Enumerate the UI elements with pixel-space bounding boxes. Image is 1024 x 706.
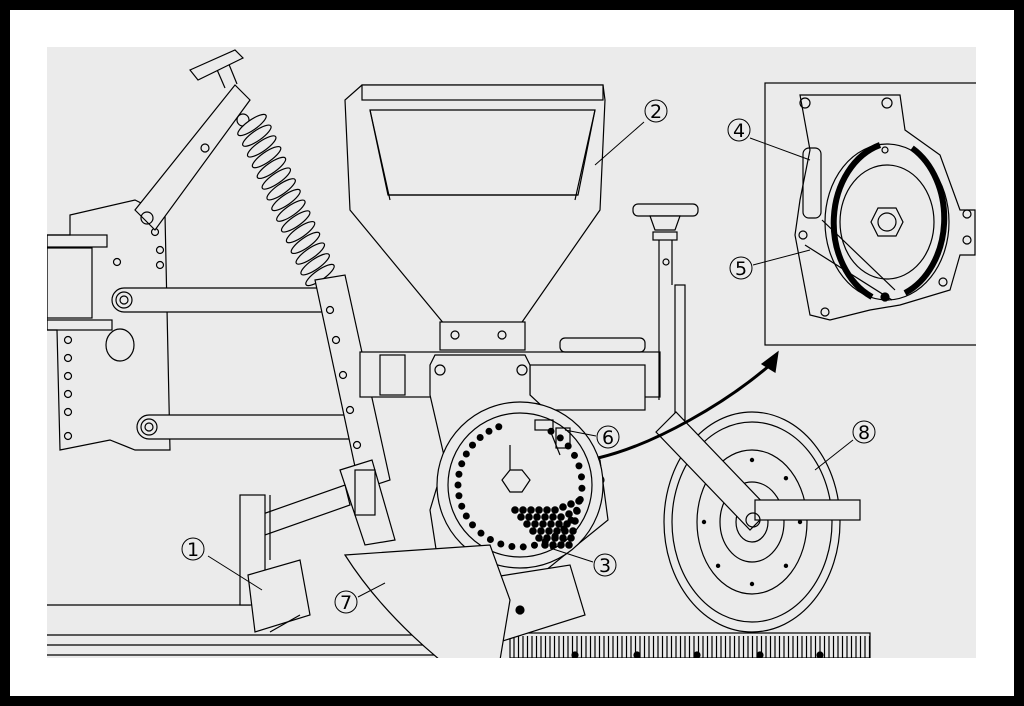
ground-strip (509, 632, 871, 658)
detail-arrow (597, 350, 779, 460)
callout-3: 3 (549, 547, 617, 577)
callout-label: 8 (858, 422, 870, 444)
depth-adjust-screw (632, 203, 699, 421)
callout-8: 8 (814, 420, 876, 471)
covering-blade (343, 544, 511, 658)
callout-label: 4 (733, 120, 745, 142)
seed-hopper (344, 84, 606, 351)
callout-5: 5 (729, 249, 811, 280)
ground-rails (47, 604, 450, 656)
picture-frame: 1 2 3 4 5 6 7 8 (10, 10, 1014, 696)
hitch-frame (47, 199, 171, 451)
callout-4: 4 (727, 118, 811, 161)
callout-label: 6 (602, 427, 614, 449)
callout-label: 3 (599, 555, 611, 577)
press-wheel (655, 411, 861, 633)
callout-label: 5 (735, 258, 747, 280)
callout-6: 6 (564, 425, 620, 449)
callout-label: 7 (340, 592, 352, 614)
compression-spring (237, 113, 335, 287)
parallel-link-bars (111, 287, 368, 440)
detail-inset (764, 82, 976, 346)
callout-label: 1 (187, 539, 199, 561)
callout-7: 7 (334, 582, 386, 614)
vertical-plate (314, 274, 396, 546)
top-link (134, 49, 251, 231)
seed-drill-diagram: 1 2 3 4 5 6 7 8 (47, 47, 976, 658)
callout-1: 1 (181, 537, 263, 591)
callout-2: 2 (594, 99, 668, 166)
seed-singulator (534, 419, 571, 456)
furrow-opener (239, 484, 351, 633)
seed-metering-disk (436, 401, 604, 569)
callout-label: 2 (650, 101, 662, 123)
